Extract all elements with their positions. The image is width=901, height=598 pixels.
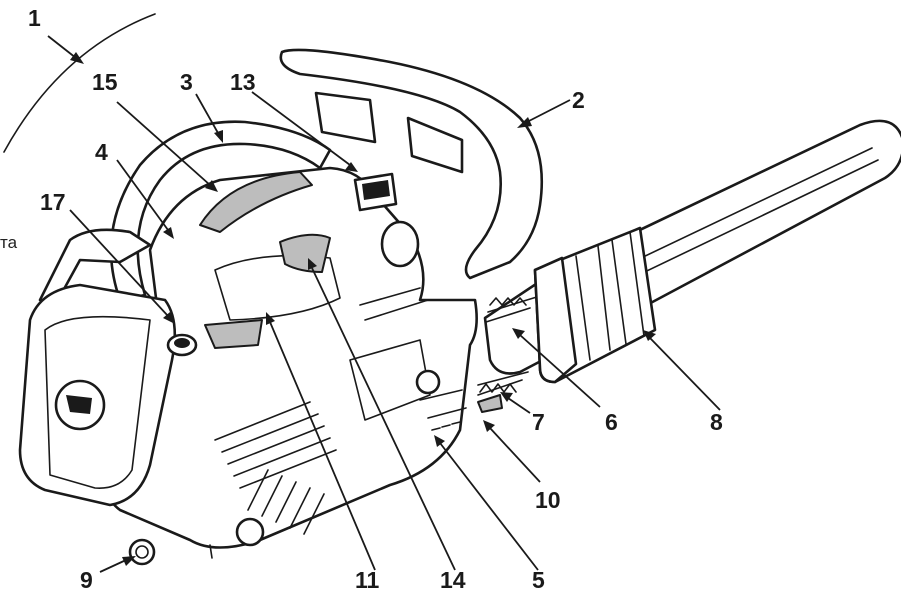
callout-4: 4 [95, 139, 108, 165]
cooling-vents [209, 401, 337, 559]
chainsaw-illustration [3, 13, 901, 566]
engine-housing [105, 166, 503, 549]
callout-7: 7 [532, 409, 545, 435]
callout-11: 11 [355, 567, 380, 593]
callout-15: 15 [92, 69, 118, 95]
saw-chain [477, 295, 541, 396]
cropped-side-text: та [0, 233, 18, 252]
callout-17: 17 [40, 189, 66, 215]
callout-9: 9 [80, 567, 93, 593]
callout-2: 2 [572, 87, 585, 113]
callout-3: 3 [180, 69, 193, 95]
rear-handle [38, 228, 152, 302]
callout-8: 8 [710, 409, 723, 435]
callout-1: 1 [28, 5, 41, 31]
starter-cover [18, 283, 198, 507]
leader-lines [47, 35, 721, 573]
callout-13: 13 [230, 69, 256, 95]
callout-6: 6 [605, 409, 618, 435]
callout-10: 10 [535, 487, 561, 513]
callout-labels: 1 2 3 4 5 6 7 8 9 10 11 13 14 15 17 [28, 5, 723, 593]
lanyard-ring [128, 538, 156, 566]
callout-14: 14 [440, 567, 466, 593]
front-hand-guard [279, 48, 544, 280]
reference-arc [3, 13, 156, 153]
bar-scabbard [533, 226, 657, 384]
callout-5: 5 [532, 567, 545, 593]
